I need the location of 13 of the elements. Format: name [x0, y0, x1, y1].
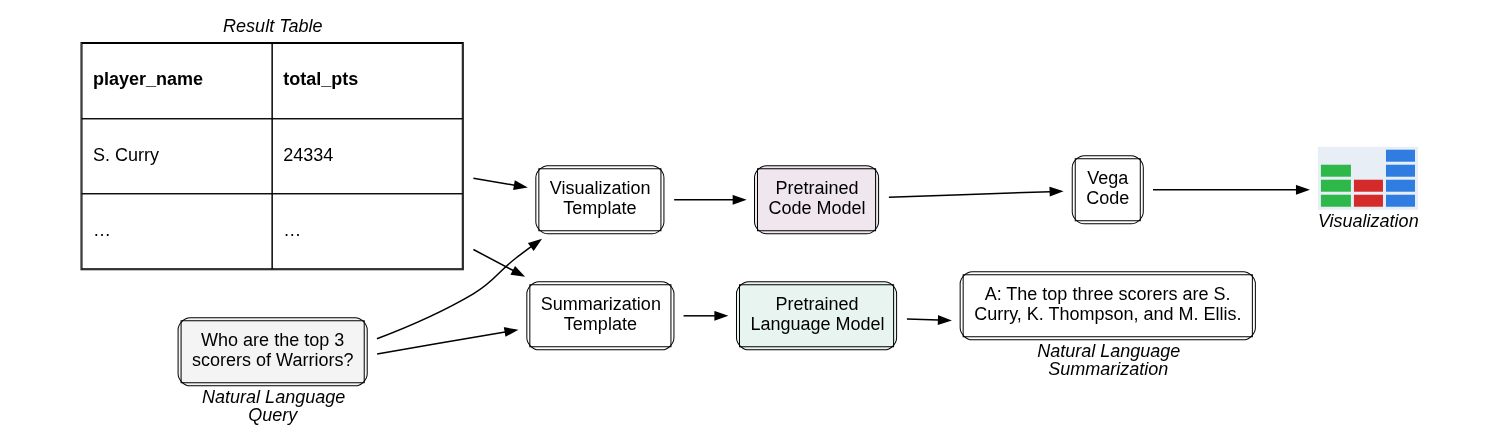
arrow	[905, 315, 952, 325]
node-label: Natural Language Query	[201, 387, 345, 426]
arrow	[1151, 184, 1310, 195]
node-label: Natural Language Summarization	[1036, 341, 1180, 380]
arrow	[672, 194, 747, 205]
arrow	[682, 310, 728, 321]
arrow	[887, 186, 1064, 198]
node-label: Result Table	[222, 16, 323, 37]
arrow	[375, 238, 542, 340]
arrow	[375, 327, 518, 355]
node-label: Visualization	[1317, 211, 1419, 232]
arrow	[472, 177, 528, 190]
arrow	[472, 248, 525, 277]
